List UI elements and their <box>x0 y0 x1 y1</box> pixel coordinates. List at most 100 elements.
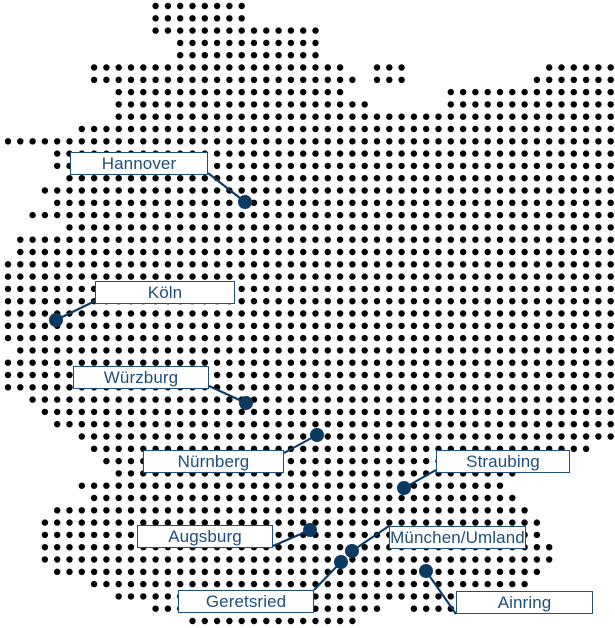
map-grid-dot <box>447 482 454 489</box>
map-grid-dot <box>582 359 590 366</box>
map-grid-dot <box>140 347 147 354</box>
map-grid-dot <box>275 248 282 256</box>
map-grid-dot <box>263 236 270 243</box>
map-grid-dot <box>312 285 319 293</box>
city-label-k-ln[interactable]: Köln <box>95 281 235 304</box>
map-grid-dot <box>164 580 172 588</box>
map-grid-dot <box>78 224 86 231</box>
map-grid-dot <box>373 187 381 194</box>
map-grid-dot <box>423 150 430 157</box>
city-label-augsburg[interactable]: Augsburg <box>137 525 273 548</box>
map-grid-dot <box>90 261 98 268</box>
map-grid-dot <box>238 507 245 514</box>
map-grid-dot <box>582 396 590 403</box>
map-grid-dot <box>140 580 147 588</box>
map-grid-dot <box>213 310 221 317</box>
map-grid-dot <box>558 285 565 293</box>
map-grid-dot <box>115 273 122 280</box>
map-grid-dot <box>447 273 454 280</box>
map-grid-dot <box>177 347 184 354</box>
map-grid-dot <box>275 310 282 317</box>
city-label-geretsried[interactable]: Geretsried <box>178 590 314 613</box>
city-label-ainring[interactable]: Ainring <box>456 591 593 614</box>
map-grid-dot <box>300 88 307 96</box>
map-grid-dot <box>423 408 430 416</box>
map-grid-dot <box>201 359 208 366</box>
map-grid-dot <box>447 421 454 428</box>
map-grid-dot <box>250 310 258 317</box>
map-grid-dot <box>398 298 405 305</box>
map-grid-dot <box>336 593 344 600</box>
map-grid-dot <box>300 568 307 575</box>
map-grid-dot <box>115 101 122 108</box>
map-grid-dot <box>324 261 331 268</box>
map-grid-dot <box>533 322 541 329</box>
map-grid-dot <box>164 236 172 243</box>
map-grid-dot <box>324 556 331 563</box>
map-grid-dot <box>177 39 184 47</box>
city-label-hannover[interactable]: Hannover <box>70 152 208 175</box>
map-grid-dot <box>103 556 110 563</box>
map-grid-dot <box>410 421 418 428</box>
map-grid-dot <box>226 384 233 391</box>
map-grid-dot <box>386 224 393 231</box>
map-grid-dot <box>423 298 430 305</box>
map-grid-dot <box>324 544 331 551</box>
map-grid-dot <box>373 421 381 428</box>
map-grid-dot <box>189 617 196 625</box>
city-label-straubing[interactable]: Straubing <box>436 450 570 473</box>
map-grid-dot <box>521 125 528 133</box>
map-grid-dot <box>361 507 368 514</box>
map-grid-dot <box>287 285 295 293</box>
city-label-w-rzburg[interactable]: Würzburg <box>73 366 209 389</box>
city-label-m-nchen-umland[interactable]: München/Umland <box>389 526 526 549</box>
map-grid-dot <box>250 285 258 293</box>
map-grid-dot <box>546 556 553 563</box>
map-grid-dot <box>201 507 208 514</box>
map-grid-dot <box>373 531 381 539</box>
map-grid-dot <box>300 507 307 514</box>
map-grid-dot <box>423 445 430 452</box>
map-grid-dot <box>103 64 110 71</box>
map-grid-dot <box>410 113 418 120</box>
map-grid-dot <box>54 507 61 514</box>
map-grid-dot <box>213 371 221 379</box>
map-grid-dot <box>287 88 295 96</box>
map-grid-dot <box>447 556 454 563</box>
map-grid-dot <box>54 568 61 575</box>
map-grid-dot <box>361 408 368 416</box>
map-grid-dot <box>595 211 602 219</box>
map-grid-dot <box>423 580 430 588</box>
map-grid-dot <box>595 408 602 416</box>
map-grid-dot <box>496 310 504 317</box>
map-grid-dot <box>312 76 319 84</box>
map-grid-dot <box>484 519 491 526</box>
map-grid-dot <box>386 519 393 526</box>
map-grid-dot <box>324 322 331 329</box>
map-grid-dot <box>582 445 590 452</box>
map-grid-dot <box>78 248 86 256</box>
map-grid-dot <box>4 138 12 145</box>
map-grid-dot <box>582 322 590 329</box>
map-grid-dot <box>509 556 516 563</box>
map-grid-dot <box>324 470 331 477</box>
map-grid-dot <box>312 617 319 625</box>
map-grid-dot <box>582 224 590 231</box>
map-grid-dot <box>164 199 172 206</box>
map-grid-dot <box>4 273 12 280</box>
map-grid-dot <box>410 334 418 342</box>
map-grid-dot <box>78 544 86 551</box>
map-grid-dot <box>423 211 430 219</box>
map-grid-dot <box>78 138 86 145</box>
map-grid-dot <box>496 88 504 96</box>
map-grid-dot <box>54 138 61 145</box>
map-grid-dot <box>398 175 405 182</box>
map-grid-dot <box>361 248 368 256</box>
map-grid-dot <box>54 322 61 329</box>
city-label-n-rnberg[interactable]: Nürnberg <box>143 450 284 473</box>
map-grid-dot <box>263 64 270 71</box>
map-grid-dot <box>607 76 614 84</box>
map-grid-dot <box>546 236 553 243</box>
map-grid-dot <box>300 125 307 133</box>
